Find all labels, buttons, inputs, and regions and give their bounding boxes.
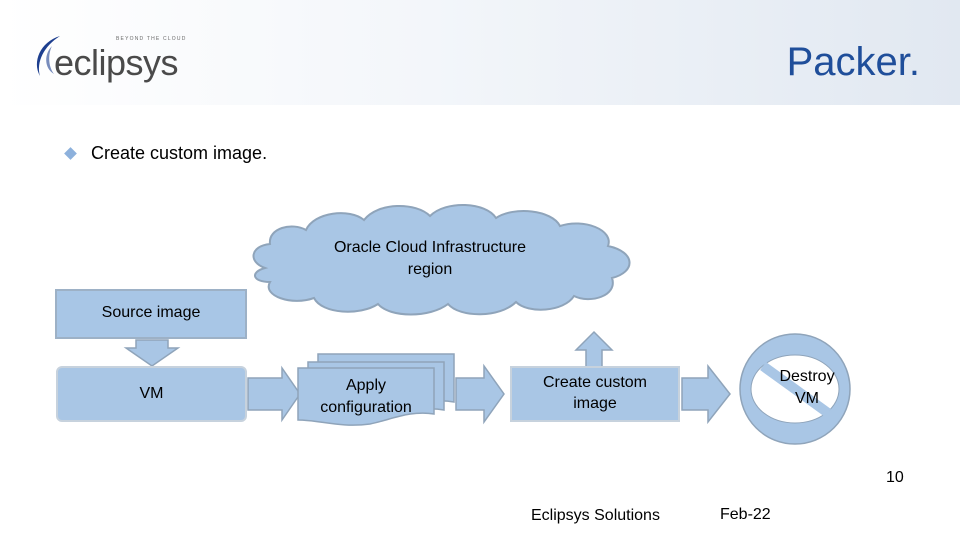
apply-label-line1: Apply xyxy=(345,377,387,394)
cloud-label-line1: Oracle Cloud Infrastructure xyxy=(333,239,527,256)
create-label-line2: image xyxy=(573,395,617,412)
logo-tagline: BEYOND THE CLOUD xyxy=(116,36,187,42)
footer-date: Feb-22 xyxy=(720,506,771,523)
destroy-label-line1: Destroy xyxy=(779,368,835,385)
apply-configuration-label: Apply configuration xyxy=(298,375,434,418)
apply-label-line2: configuration xyxy=(320,398,412,416)
eclipsys-logo: BEYOND THE CLOUD eclipsys xyxy=(30,28,210,88)
down-arrow-icon xyxy=(123,339,181,367)
bullet-item: Create custom image. xyxy=(91,143,268,163)
right-arrow-icon xyxy=(681,363,731,425)
no-symbol-icon xyxy=(739,333,851,445)
slide-title: Packer. xyxy=(786,40,920,84)
logo-swoosh-icon xyxy=(36,36,60,76)
right-arrow-icon xyxy=(455,363,505,425)
cloud-label-line2: region xyxy=(407,260,453,278)
vm-label: VM xyxy=(139,384,164,402)
cloud-label: Oracle Cloud Infrastructure region xyxy=(300,237,560,280)
logo-wordmark: eclipsys xyxy=(54,42,179,83)
source-image-box: Source image xyxy=(55,289,247,339)
create-custom-image-box: Create custom image xyxy=(510,366,680,422)
cloud-shape xyxy=(252,204,631,316)
footer-company: Eclipsys Solutions xyxy=(531,507,660,524)
create-label-line1: Create custom xyxy=(542,374,648,392)
multi-document-shape xyxy=(297,353,455,426)
right-arrow-icon xyxy=(247,365,301,423)
source-image-label: Source image xyxy=(101,303,201,321)
up-arrow-icon xyxy=(574,330,614,369)
page-number: 10 xyxy=(886,469,904,486)
slide-header: BEYOND THE CLOUD eclipsys Packer. xyxy=(0,0,960,105)
vm-box: VM xyxy=(56,366,247,422)
destroy-vm-label: Destroy VM xyxy=(755,366,859,409)
destroy-label-line2: VM xyxy=(795,389,819,407)
